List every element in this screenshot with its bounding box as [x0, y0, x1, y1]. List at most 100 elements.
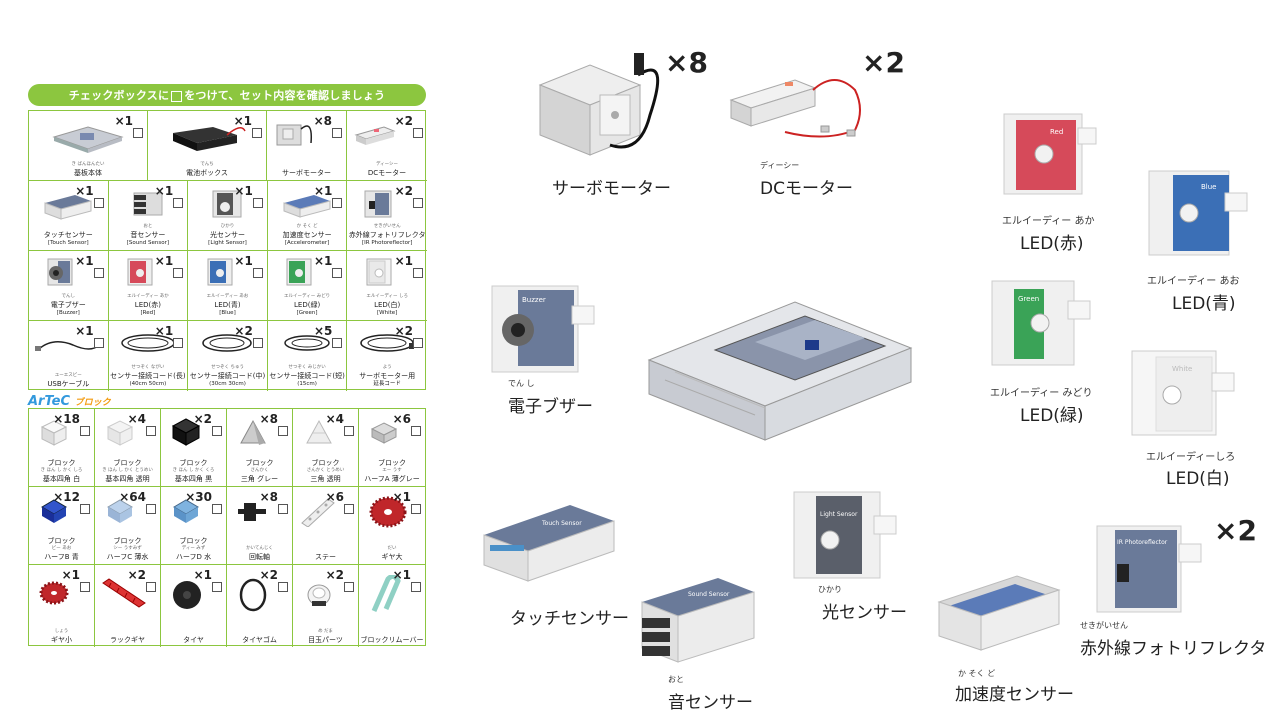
set-items-grid: ×1 き ばんほんたい基板本体 ×1 でんち電池ボックス ×8 サーボモーター	[28, 110, 427, 391]
set-item-cord-mid: ×2 せつぞく ちゅうセンサー接続コード(中)(30cm 30cm)	[188, 321, 268, 391]
checkbox[interactable]	[173, 338, 184, 348]
checkbox[interactable]	[212, 426, 222, 436]
buzzer-illustration: Buzzer	[488, 282, 598, 381]
ir-photoreflector-image	[361, 189, 397, 223]
checkbox[interactable]	[412, 338, 423, 348]
ruby-text: エー うす	[382, 468, 402, 473]
ir-photoreflector-illustration: IR Photoreflector	[1095, 520, 1210, 624]
checkbox[interactable]	[146, 504, 156, 514]
item-label: 音センサー	[130, 231, 166, 239]
ruby-text: シー うすみず	[113, 546, 142, 551]
ruby-text: せつぞく ちゅう	[211, 365, 244, 370]
item-label: ブロック	[47, 459, 76, 467]
led-white-panel-text: White	[1172, 365, 1192, 373]
led-red-ruby: エルイーディー あか	[1002, 216, 1095, 227]
checkbox[interactable]	[344, 426, 354, 436]
item-label: LED(白)	[374, 301, 401, 309]
checkbox[interactable]	[278, 504, 288, 514]
checkbox[interactable]	[93, 198, 104, 208]
item-label: ギヤ小	[51, 636, 72, 644]
ruby-text: ディー みず	[181, 546, 206, 551]
set-row: ×1 き ばんほんたい基板本体 ×1 でんち電池ボックス ×8 サーボモーター	[29, 111, 427, 181]
item-label: 目玉パーツ	[308, 636, 343, 644]
checkbox[interactable]	[146, 582, 156, 592]
block-half-c: ×64 ブロックシー うすみずハーフC 薄水	[95, 487, 161, 564]
checkbox[interactable]	[278, 582, 288, 592]
checkbox[interactable]	[93, 338, 104, 348]
checkbox[interactable]	[413, 128, 423, 138]
checkbox[interactable]	[412, 268, 423, 278]
sound-ruby: おと	[668, 675, 684, 684]
checkbox[interactable]	[252, 268, 263, 278]
banner-text-pre: チェックボックスに	[68, 89, 170, 102]
checkbox[interactable]	[344, 582, 354, 592]
item-sublabel: 基本四角 黒	[174, 475, 213, 483]
qty-label: ×12	[53, 490, 80, 504]
set-item-cord-long: ×1 せつぞく ながいセンサー接続コード(長)(40cm 50cm)	[109, 321, 189, 391]
checkbox[interactable]	[146, 426, 156, 436]
logo-main: ArTeC	[28, 394, 71, 409]
checkbox[interactable]	[173, 198, 184, 208]
checkbox[interactable]	[332, 198, 343, 208]
block-stay: ×6 ステー	[293, 487, 359, 564]
checkbox[interactable]	[344, 504, 354, 514]
led-green-panel-text: Green	[1018, 295, 1039, 303]
ruby-text: さんかく	[250, 468, 269, 473]
checkbox[interactable]	[332, 128, 342, 138]
checkbox[interactable]	[411, 582, 421, 592]
qty-label: ×2	[394, 184, 413, 198]
dc-motor-image	[354, 119, 404, 153]
checkbox[interactable]	[212, 582, 222, 592]
checkbox[interactable]	[173, 268, 184, 278]
led-red-panel-text: Red	[1050, 128, 1063, 136]
item-label: 光センサー	[209, 231, 245, 239]
qty-label: ×2	[394, 324, 413, 338]
checkbox[interactable]	[252, 128, 262, 138]
set-item-ir-photoreflector: ×2 せきがいせん赤外線フォトリフレクタ[IR Photoreflector]	[347, 181, 427, 250]
cord-short-image	[275, 331, 339, 361]
checkbox[interactable]	[411, 426, 421, 436]
led-blue-illustration: Blue	[1143, 165, 1253, 269]
half-b-image	[39, 497, 69, 529]
block-rack-gear: ×2 ラックギヤ	[95, 565, 161, 647]
checkbox[interactable]	[93, 268, 104, 278]
item-sublabel: [Blue]	[219, 310, 236, 316]
qty-label: ×8	[259, 490, 278, 504]
ruby-text: ビー あお	[51, 546, 72, 551]
checkbox[interactable]	[80, 504, 90, 514]
servo-image	[273, 117, 317, 155]
ruby-text: ユーエスビー	[54, 373, 82, 378]
checkbox[interactable]	[80, 582, 90, 592]
checkbox[interactable]	[212, 504, 222, 514]
block-basic-white: ×18 ブロックき ほん し かく しろ基本四角 白	[29, 409, 95, 486]
item-label: USBケーブル	[47, 380, 90, 388]
checkbox[interactable]	[252, 198, 263, 208]
checkbox[interactable]	[80, 426, 90, 436]
item-label: ブロック	[311, 459, 340, 467]
checkbox[interactable]	[332, 268, 343, 278]
qty-label: ×1	[154, 254, 174, 268]
led-green-ruby: エルイーディー みどり	[990, 388, 1093, 399]
ruby-text: エルイーディー あか	[127, 294, 169, 299]
led-green-illustration: Green	[988, 275, 1098, 379]
qty-label: ×1	[75, 254, 94, 268]
item-sublabel: ハーフA 薄グレー	[364, 475, 420, 483]
checkbox[interactable]	[411, 504, 421, 514]
gear-small-icon	[37, 579, 71, 611]
checkbox[interactable]	[278, 426, 288, 436]
checkbox[interactable]	[133, 128, 143, 138]
tire-rubber-icon	[236, 577, 270, 617]
item-label: サーボモーター	[282, 169, 331, 177]
blocks-grid: ×18 ブロックき ほん し かく しろ基本四角 白 ×4 ブロックき ほん し…	[28, 408, 426, 647]
accel-caption: 加速度センサー	[955, 685, 1074, 705]
checkbox[interactable]	[332, 338, 343, 348]
ruby-text: き ほん し かく しろ	[40, 468, 83, 473]
led-white-ruby: エルイーディーしろ	[1146, 452, 1236, 463]
checkbox[interactable]	[412, 198, 423, 208]
checkbox[interactable]	[252, 338, 263, 348]
blocks-row: ×18 ブロックき ほん し かく しろ基本四角 白 ×4 ブロックき ほん し…	[29, 409, 425, 487]
